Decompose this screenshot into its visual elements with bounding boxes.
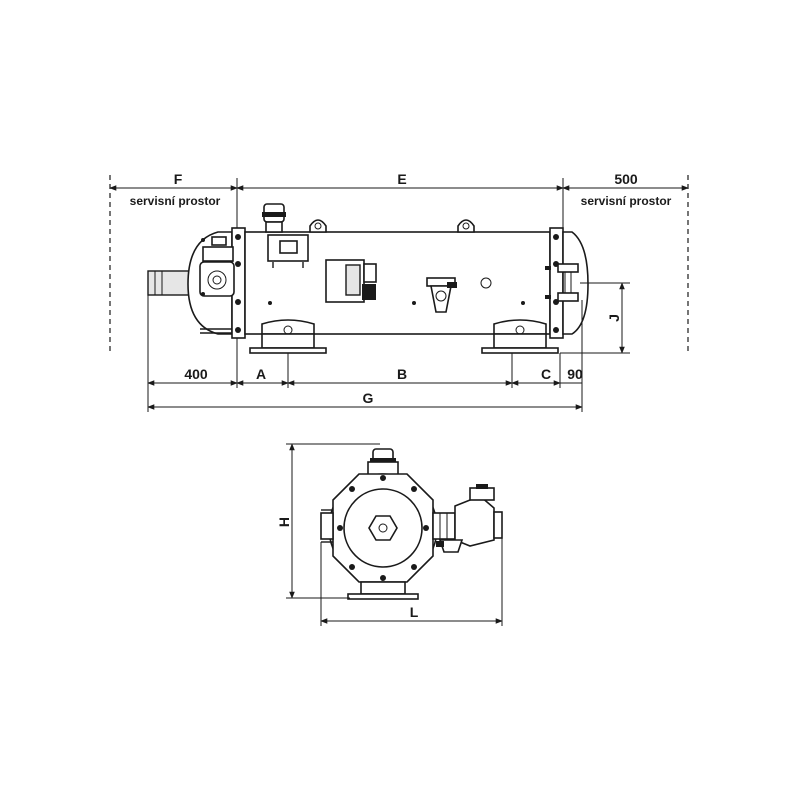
label-g: G — [363, 390, 374, 406]
end-view: H L — [276, 443, 503, 626]
control-box — [267, 234, 309, 268]
right-flange — [549, 227, 564, 339]
left-support — [249, 319, 327, 354]
label-service-left: servisní prostor — [130, 194, 221, 208]
outlet-nozzle — [545, 263, 579, 302]
label-400: 400 — [184, 366, 208, 382]
label-e: E — [397, 171, 406, 187]
hex-nut — [368, 515, 398, 541]
end-view-valve — [432, 484, 503, 553]
label-b: B — [397, 366, 407, 382]
flush-valve — [426, 277, 457, 313]
right-support — [481, 319, 559, 354]
inlet-pipe — [147, 270, 191, 296]
label-500: 500 — [614, 171, 638, 187]
label-c: C — [541, 366, 551, 382]
label-j: J — [606, 314, 622, 322]
label-l: L — [410, 604, 419, 620]
electrical-cabinet — [325, 259, 377, 303]
lifting-lug — [457, 219, 475, 233]
gauge-port — [480, 277, 492, 289]
motor — [262, 203, 286, 233]
end-view-base — [347, 581, 419, 600]
end-view-inlet — [320, 509, 334, 543]
drain-valve — [199, 236, 235, 334]
end-view-motor — [367, 448, 399, 477]
label-h: H — [276, 517, 292, 527]
lifting-lug — [309, 219, 327, 233]
label-f: F — [174, 171, 183, 187]
label-service-right: servisní prostor — [581, 194, 672, 208]
label-a: A — [256, 366, 266, 382]
side-view: F servisní prostor E 500 servisní prosto… — [109, 171, 689, 412]
label-90: 90 — [567, 366, 583, 382]
